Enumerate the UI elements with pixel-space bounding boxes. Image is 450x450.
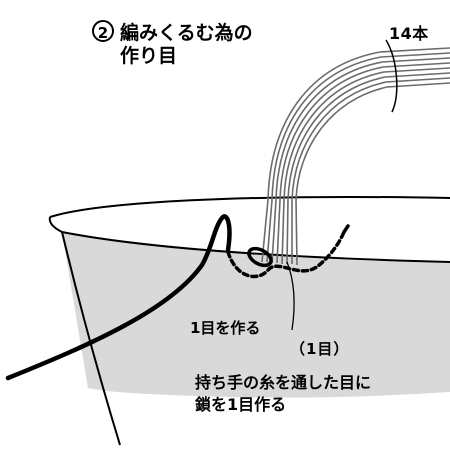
instruction-line-2: 鎖を1目作る — [195, 395, 287, 414]
bowl-rim-top — [49, 196, 450, 218]
make-one-stitch-label: 1目を作る — [190, 319, 261, 337]
chain-stitch-loop — [247, 246, 273, 268]
instruction-text: 持ち手の糸を通した目に 鎖を1目作る — [195, 372, 371, 416]
step-title: 2 編みくるむ為の 作り目 — [92, 20, 253, 68]
instruction-line-1: 持ち手の糸を通した目に — [195, 373, 372, 392]
strand-count-bracket — [385, 39, 398, 113]
strand-count-label: 14本 — [389, 24, 429, 43]
step-title-line1: 編みくるむ為の — [120, 22, 253, 44]
bowl-left-side — [61, 231, 121, 446]
dotted-yarn-path — [226, 230, 346, 279]
step-title-line2: 作り目 — [120, 45, 178, 67]
leader-line-stitch — [286, 261, 295, 331]
bowl-interior-fill — [62, 232, 450, 398]
one-stitch-paren-label: （1目） — [290, 340, 350, 358]
step-number-badge: 2 — [92, 20, 114, 42]
bowl-rim-edge — [48, 216, 63, 233]
yarn-end — [342, 224, 350, 234]
bowl-rim-bottom — [61, 231, 450, 263]
handle-strand-bundle — [261, 47, 450, 266]
working-yarn-tail — [5, 214, 232, 381]
